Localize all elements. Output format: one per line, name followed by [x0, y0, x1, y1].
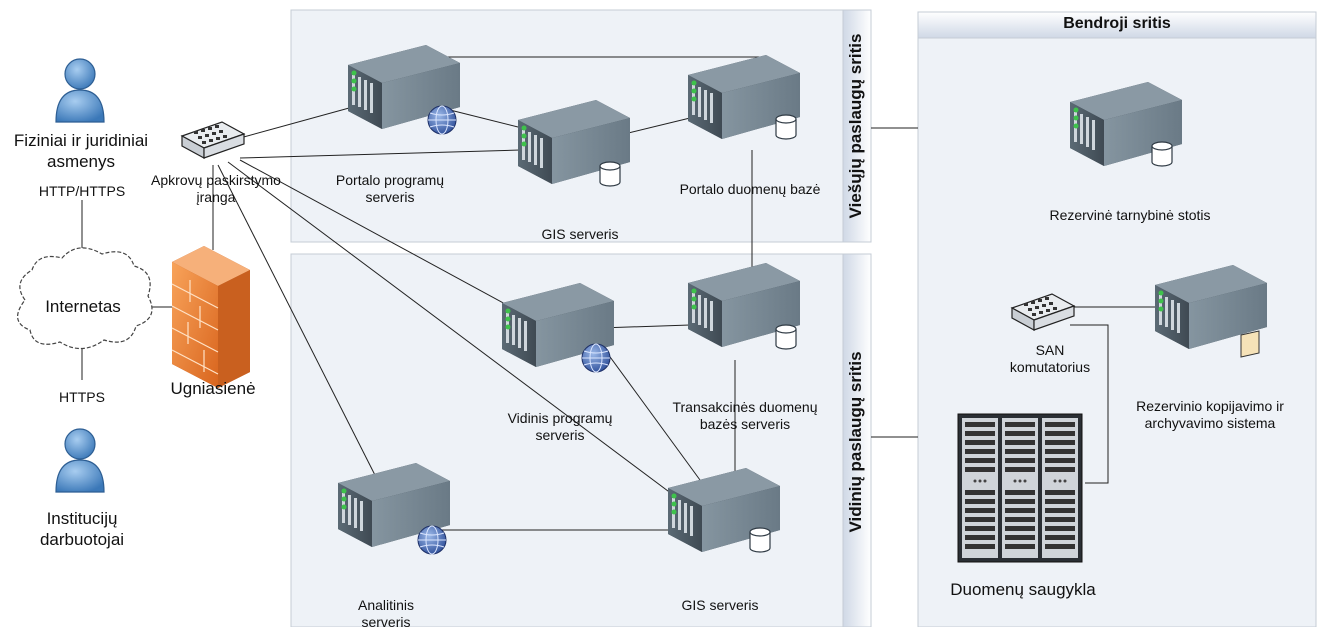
gis-server-public-label: GIS serveris — [541, 226, 619, 242]
https-label: HTTPS — [42, 389, 122, 406]
firewall-label: Ugniasienė — [170, 379, 256, 398]
analytic-server-label: Analitinis serveris — [357, 597, 415, 630]
portal-db-label: Portalo duomenų bazė — [679, 181, 821, 197]
internet-label: Internetas — [45, 297, 121, 316]
san-switch-label: SAN komutatorius — [1009, 342, 1091, 375]
load-balancer-icon — [181, 121, 245, 159]
internal-app-server-label: Vidinis programų serveris — [507, 410, 613, 443]
firewall-icon — [171, 246, 250, 388]
storage-rack-icon — [957, 413, 1083, 563]
data-storage-label: Duomenų saugykla — [950, 580, 1096, 599]
backup-server-label: Rezervinė tarnybinė stotis — [1049, 207, 1211, 223]
gis-server-internal-label: GIS serveris — [681, 597, 759, 613]
users-public-label: Fiziniai ir juridiniai asmenys — [13, 131, 149, 171]
backup-archive-server-icon — [1155, 265, 1267, 358]
users-internal-label: Institucijų darbuotojai — [39, 509, 125, 549]
http-https-label: HTTP/HTTPS — [22, 183, 142, 200]
load-balancer-label: Apkrovų paskirstymo įranga — [151, 172, 281, 205]
zone-internal-title: Vidinių paslaugų sritis — [846, 351, 865, 533]
connection-lines — [81, 56, 1160, 531]
zone-public-title: Viešųjų paslaugų sritis — [846, 33, 865, 219]
cloud-icon — [17, 247, 153, 350]
portal-app-server-label: Portalo programų serveris — [335, 172, 445, 205]
transaction-db-server-label: Transakcinės duomenų bazės serveris — [672, 399, 818, 432]
user-icon — [55, 428, 105, 493]
backup-archive-system-label: Rezervinio kopijavimo ir archyvavimo sis… — [1136, 398, 1284, 431]
user-icon — [55, 58, 105, 123]
zone-common-title: Bendroji sritis — [1063, 15, 1171, 32]
